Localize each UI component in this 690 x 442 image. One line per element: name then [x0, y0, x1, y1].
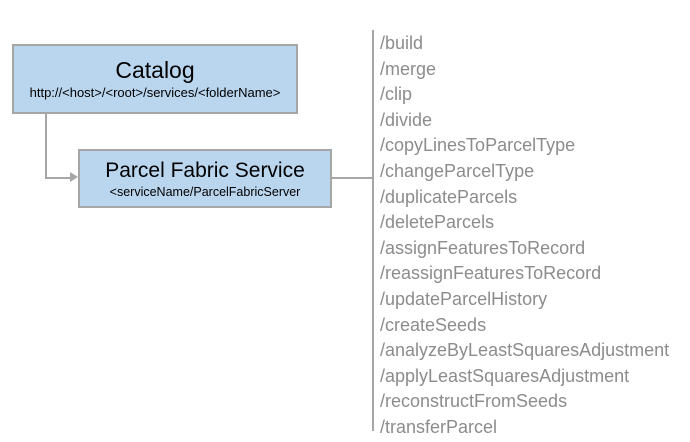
connector-service-to-operations	[332, 177, 373, 179]
operation-item[interactable]: /duplicateParcels	[380, 186, 518, 207]
operation-item[interactable]: /assignFeaturesToRecord	[380, 237, 586, 258]
operation-item[interactable]: /reassignFeaturesToRecord	[380, 263, 602, 284]
operation-item[interactable]: /analyzeByLeastSquaresAdjustment	[380, 340, 670, 361]
node-parcel-fabric-service[interactable]: Parcel Fabric Service <serviceName/Parce…	[78, 149, 332, 208]
operation-item[interactable]: /updateParcelHistory	[380, 288, 548, 309]
node-parcel-fabric-service-title: Parcel Fabric Service	[105, 158, 305, 182]
node-catalog-subtitle: http://<host>/<root>/services/<folderNam…	[29, 85, 281, 100]
connector-catalog-vertical	[45, 114, 47, 178]
node-catalog[interactable]: Catalog http://<host>/<root>/services/<f…	[12, 44, 298, 114]
operation-item[interactable]: /applyLeastSquaresAdjustment	[380, 365, 630, 386]
node-catalog-title: Catalog	[115, 57, 195, 83]
operation-item[interactable]: /changeParcelType	[380, 160, 535, 181]
operation-item[interactable]: /copyLinesToParcelType	[380, 135, 576, 156]
operation-item[interactable]: /merge	[380, 58, 437, 79]
operations-divider	[372, 30, 374, 431]
operation-item[interactable]: /transferParcel	[380, 416, 498, 437]
node-parcel-fabric-service-subtitle: <serviceName/ParcelFabricServer	[109, 184, 301, 199]
connector-arrowhead-icon	[70, 172, 78, 182]
operation-item[interactable]: /clip	[380, 84, 413, 105]
operation-item[interactable]: /divide	[380, 109, 433, 130]
operation-item[interactable]: /build	[380, 33, 424, 53]
operation-item[interactable]: /deleteParcels	[380, 212, 495, 233]
connector-catalog-horizontal	[45, 177, 71, 179]
operation-item[interactable]: /createSeeds	[380, 314, 487, 335]
operation-item[interactable]: /reconstructFromSeeds	[380, 391, 568, 412]
operations-list: /build /merge /clip /divide /copyLinesTo…	[380, 31, 685, 442]
